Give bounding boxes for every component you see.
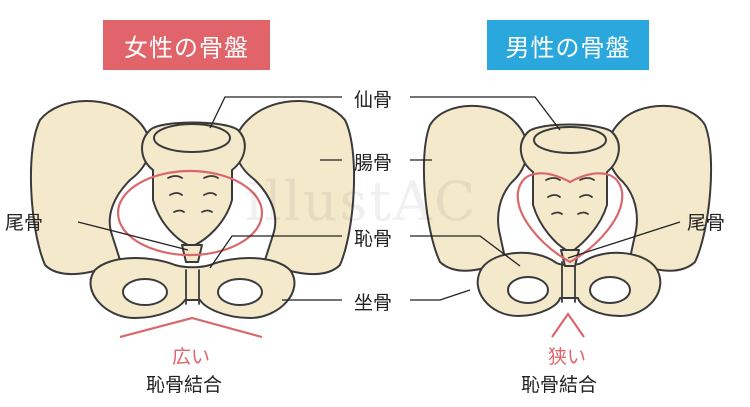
female-pelvic-inlet [116, 169, 264, 257]
female-right-obturator [217, 278, 263, 306]
female-arch-label: 広い [172, 346, 211, 368]
female-label-coccyx: 尾骨 [5, 212, 44, 234]
label-sacrum: 仙骨 [354, 89, 393, 111]
leader-lines [77, 96, 681, 301]
label-ischium: 坐骨 [354, 292, 393, 314]
male-coccyx-leader [567, 221, 681, 259]
male-right-obturator [589, 276, 631, 304]
female-symphysis-label: 恥骨結合 [146, 374, 223, 396]
male-right-ilium [606, 104, 713, 272]
male-sacrum [519, 123, 620, 251]
label-pubis: 恥骨 [354, 228, 393, 250]
male-pelvis-title: 男性の骨盤 [487, 20, 649, 70]
female-pelvis [29, 100, 356, 339]
female-coccyx [181, 244, 203, 263]
female-right-ilium [234, 100, 356, 276]
male-pubic-arch-marker [551, 312, 585, 338]
female-symphysis [185, 269, 200, 305]
male-symphysis [561, 261, 576, 303]
male-label-coccyx: 尾骨 [687, 212, 726, 234]
female-sacral-foramina [167, 175, 219, 213]
female-sacrum [141, 121, 246, 246]
female-pubic-body [89, 257, 296, 319]
male-pelvis [422, 104, 713, 338]
label-ilium: 腸骨 [354, 152, 393, 174]
male-left-ilium [422, 104, 529, 272]
female-left-ilium [29, 100, 151, 276]
male-arch-label: 狭い [548, 346, 587, 368]
female-sacral-top [153, 123, 231, 153]
female-coccyx-leader [77, 221, 189, 251]
male-symphysis-label: 恥骨結合 [521, 374, 598, 396]
male-pelvic-inlet [516, 172, 624, 264]
female-pelvis-title: 女性の骨盤 [103, 20, 270, 70]
pubis-leader [209, 235, 521, 269]
ischium-leader [282, 289, 471, 301]
male-left-obturator [507, 276, 549, 304]
sacrum-leader [209, 96, 561, 131]
female-pubic-arch-marker [119, 316, 263, 339]
male-sacral-foramina [545, 177, 595, 215]
male-sacral-top [533, 126, 607, 154]
watermark: illustAC [245, 170, 478, 233]
female-left-obturator [122, 278, 168, 306]
